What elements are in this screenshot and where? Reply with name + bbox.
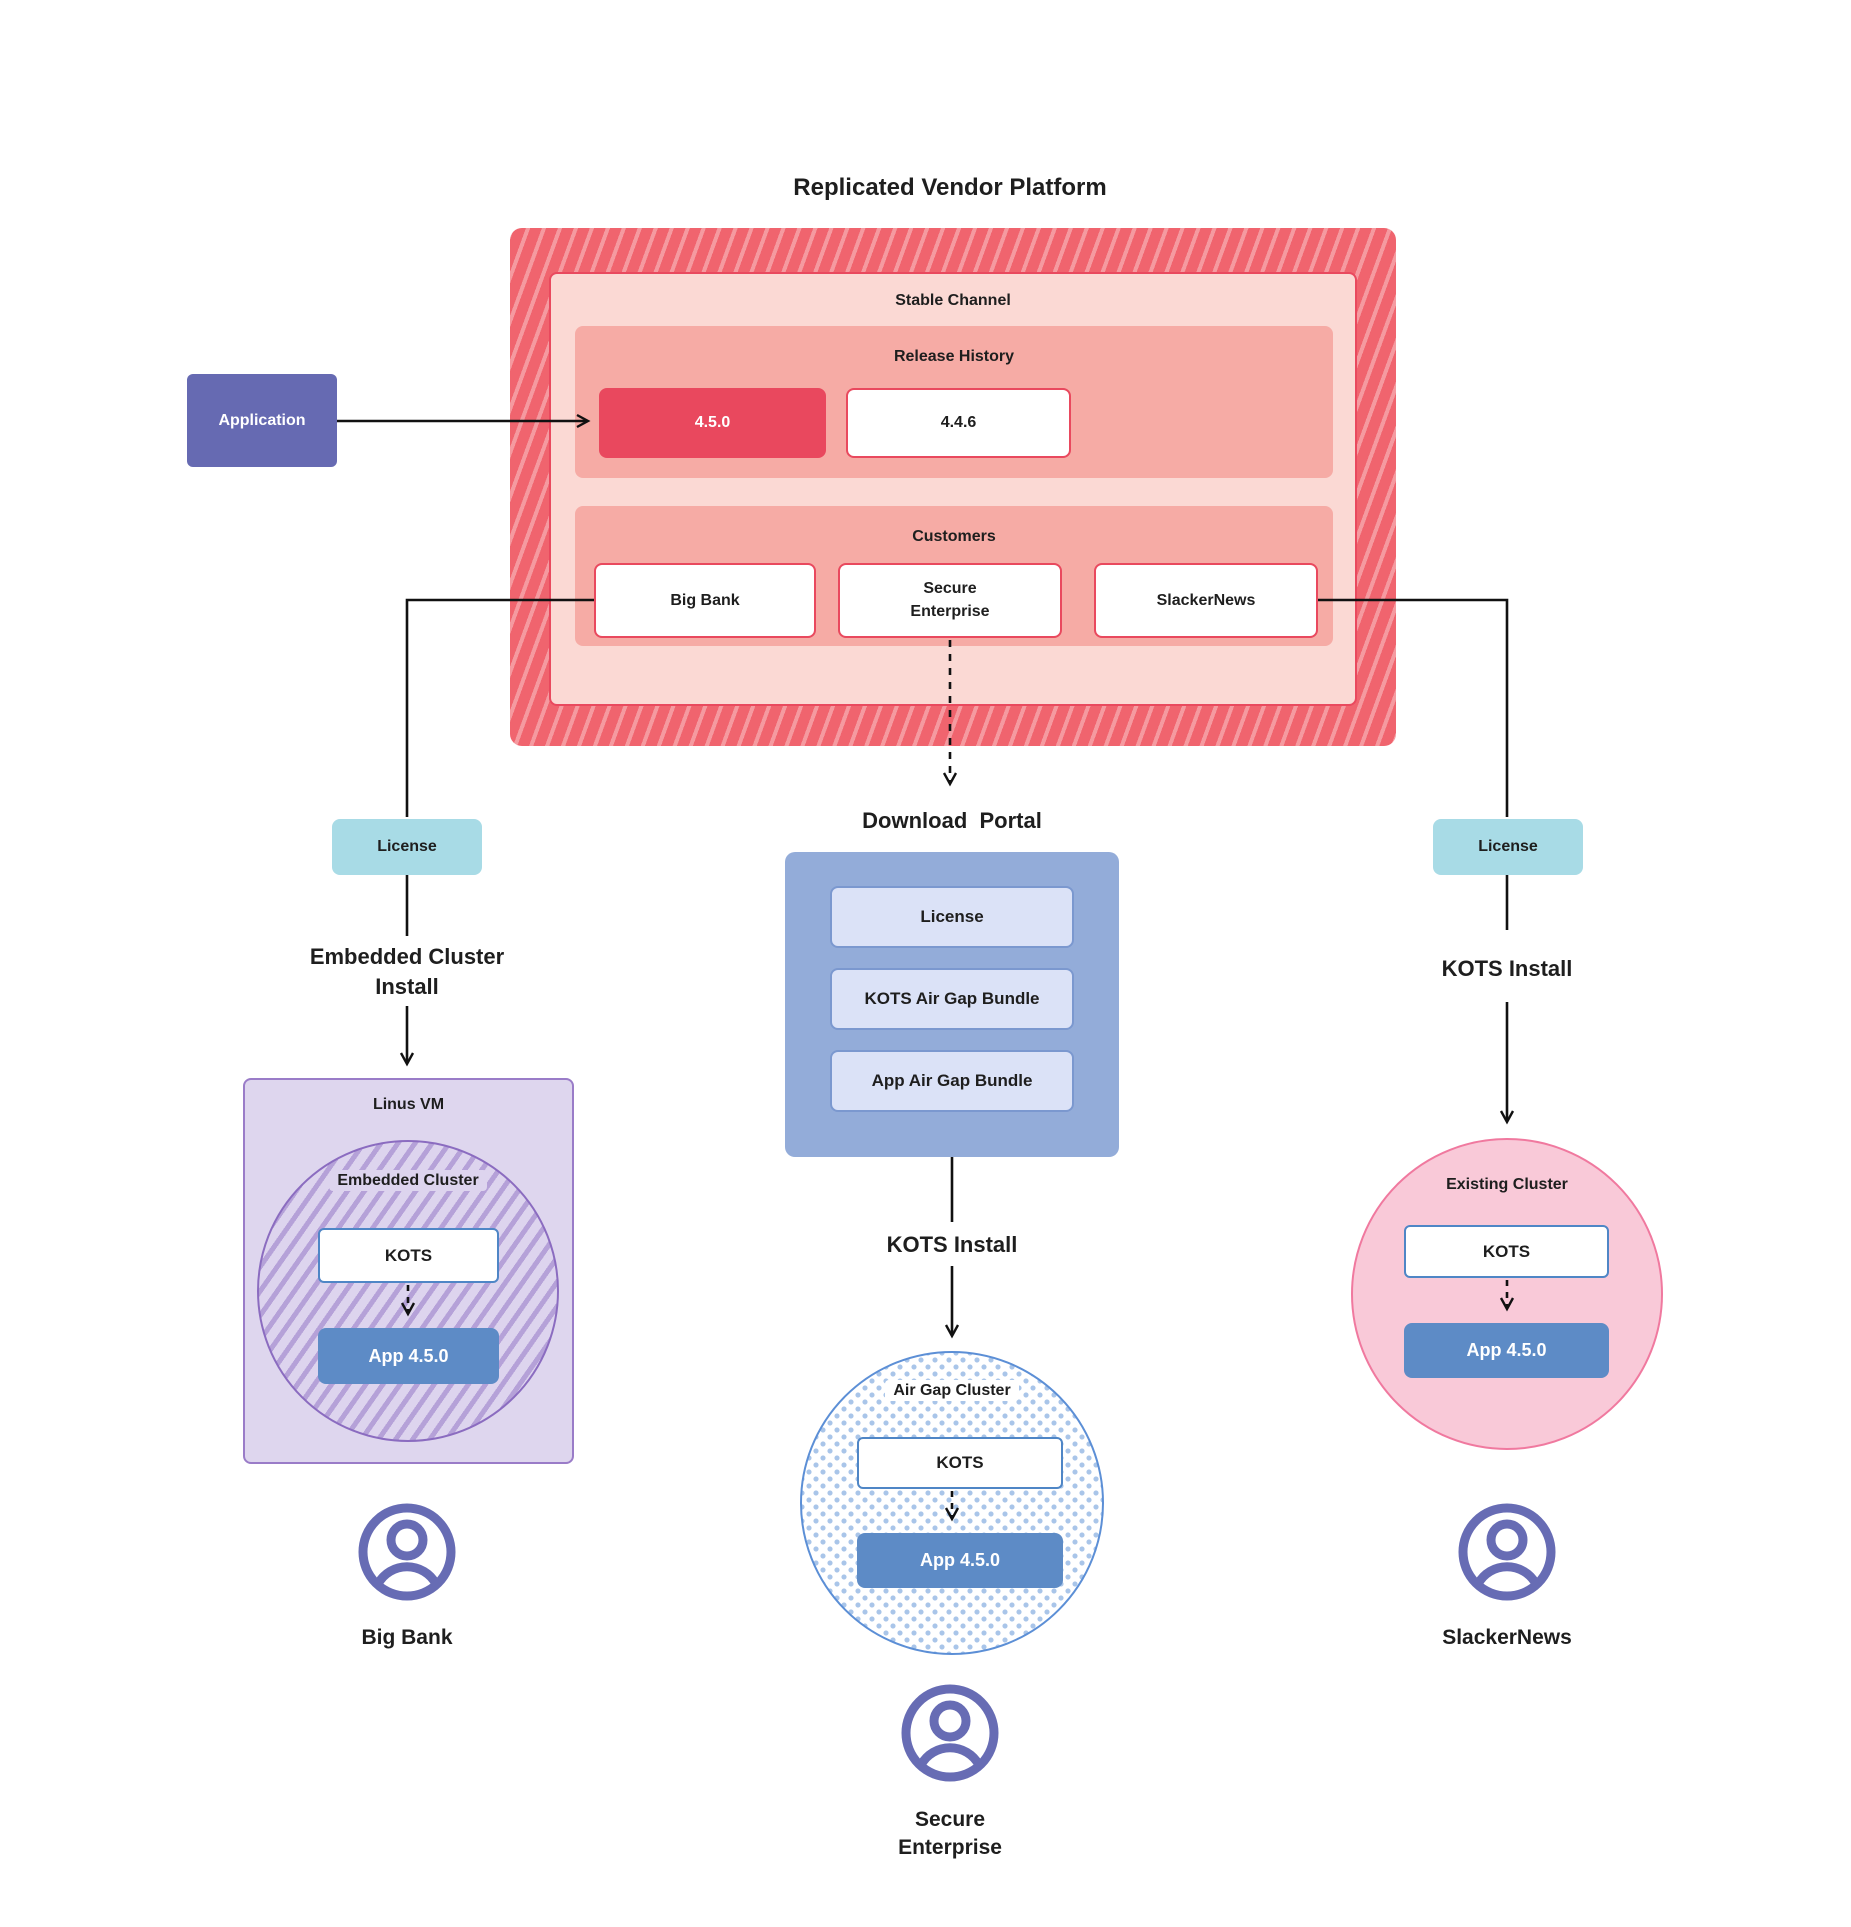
customers-label: Customers bbox=[912, 528, 996, 545]
slackernews-user-icon bbox=[1458, 1503, 1556, 1601]
app-box-left: App 4.5.0 bbox=[318, 1328, 499, 1384]
kots-install-label-right: KOTS Install bbox=[1441, 956, 1573, 981]
kots-box-right: KOTS bbox=[1404, 1225, 1609, 1278]
customer-big-bank: Big Bank bbox=[594, 563, 816, 638]
customer-slackernews: SlackerNews bbox=[1094, 563, 1318, 638]
app-box-middle: App 4.5.0 bbox=[857, 1533, 1063, 1588]
release-version-446: 4.4.6 bbox=[846, 388, 1071, 458]
embedded-cluster-install-label: Embedded Cluster Install bbox=[309, 944, 505, 999]
customer-secure-enterprise-label: Secure Enterprise bbox=[910, 580, 990, 620]
license-chip-left: License bbox=[332, 819, 482, 875]
air-gap-cluster-label-text: Air Gap Cluster bbox=[885, 1380, 1019, 1401]
kots-box-middle: KOTS bbox=[857, 1437, 1063, 1489]
release-history-label: Release History bbox=[893, 348, 1015, 365]
kots-box-left: KOTS bbox=[318, 1228, 499, 1283]
air-gap-cluster-label: Air Gap Cluster bbox=[827, 1380, 1077, 1401]
linus-vm-label: Linus VM bbox=[372, 1096, 445, 1113]
portal-app-airgap-bundle-chip: App Air Gap Bundle bbox=[830, 1050, 1074, 1112]
stable-channel-label: Stable Channel bbox=[895, 292, 1011, 309]
slackernews-user-label: SlackerNews bbox=[1442, 1626, 1572, 1649]
license-chip-right: License bbox=[1433, 819, 1583, 875]
diagram-title: Replicated Vendor Platform bbox=[793, 174, 1107, 201]
portal-license-chip: License bbox=[830, 886, 1074, 948]
secure-enterprise-user-icon bbox=[901, 1684, 999, 1782]
embedded-cluster-label: Embedded Cluster bbox=[283, 1170, 533, 1191]
big-bank-user-icon bbox=[358, 1503, 456, 1601]
embedded-cluster-label-text: Embedded Cluster bbox=[329, 1170, 487, 1191]
kots-install-label-middle: KOTS Install bbox=[886, 1232, 1018, 1257]
existing-cluster-label: Existing Cluster bbox=[1446, 1176, 1568, 1193]
application-box: Application bbox=[187, 374, 337, 467]
download-portal-title: Download Portal bbox=[862, 808, 1042, 833]
app-box-right: App 4.5.0 bbox=[1404, 1323, 1609, 1378]
big-bank-user-label: Big Bank bbox=[361, 1626, 453, 1649]
customer-secure-enterprise: Secure Enterprise bbox=[838, 563, 1062, 638]
portal-kots-airgap-bundle-chip: KOTS Air Gap Bundle bbox=[830, 968, 1074, 1030]
release-version-450: 4.5.0 bbox=[599, 388, 826, 458]
secure-enterprise-user-label: Secure Enterprise bbox=[898, 1808, 1002, 1860]
